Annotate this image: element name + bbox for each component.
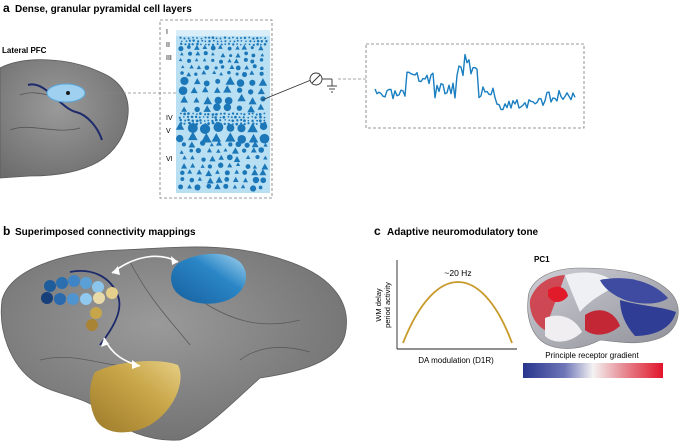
- layer-label-v: V: [166, 128, 171, 135]
- connectivity-arrows: [101, 255, 179, 369]
- layer-label-iv: IV: [166, 115, 173, 122]
- connectivity-brain: [0, 246, 347, 441]
- y-axis-label-line1: WM delay: [374, 288, 383, 322]
- layer-i-band: [176, 30, 270, 36]
- panel-c-title: Adaptive neuromodulatory tone: [387, 227, 539, 238]
- layer-label-ii: II: [166, 42, 170, 49]
- peak-label: ~20 Hz: [444, 268, 471, 278]
- gradient-label: Principle receptor gradient: [545, 351, 639, 360]
- activity-trace: [374, 53, 576, 111]
- panel-b-title: Superimposed connectivity mappings: [15, 227, 196, 238]
- panel-a-letter: a: [3, 1, 10, 15]
- cell-layers: [175, 36, 270, 192]
- pc1-label: PC1: [534, 255, 550, 264]
- lateral-pfc-brain: [0, 59, 129, 179]
- receptor-gradient-bar: [523, 363, 663, 378]
- pc1-brain: [527, 267, 679, 349]
- trace-frame: [365, 43, 585, 129]
- panel-b-letter: b: [3, 224, 10, 238]
- electrode-meter-icon: [261, 72, 337, 101]
- y-axis-label-line2: period activity: [383, 282, 392, 328]
- layer-label-i: I: [166, 29, 168, 36]
- panel-c-letter: c: [374, 224, 381, 238]
- layer-label-vi: VI: [166, 156, 173, 163]
- panel-a-title: Dense, granular pyramidal cell layers: [15, 4, 192, 15]
- inverted-u-plot: [396, 260, 517, 350]
- column-frame: [159, 19, 273, 199]
- region-label: Lateral PFC: [2, 46, 47, 55]
- connectivity-nodes: [41, 275, 118, 331]
- layer-label-iii: III: [166, 55, 172, 62]
- x-axis-label: DA modulation (D1R): [418, 356, 494, 365]
